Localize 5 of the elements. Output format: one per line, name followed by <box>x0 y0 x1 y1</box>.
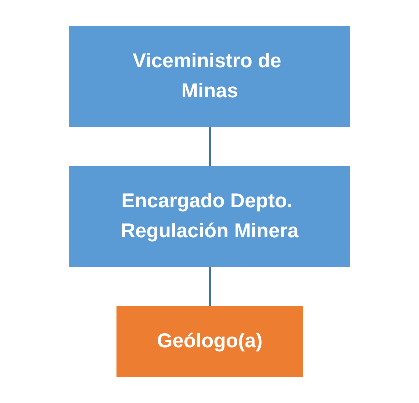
connector <box>208 266 210 306</box>
connector <box>208 126 210 166</box>
node-box: Encargado Depto. Regulación Minera <box>69 166 350 267</box>
node-box: Geólogo(a) <box>116 306 303 377</box>
node-box: Viceministro de Minas <box>69 26 350 127</box>
